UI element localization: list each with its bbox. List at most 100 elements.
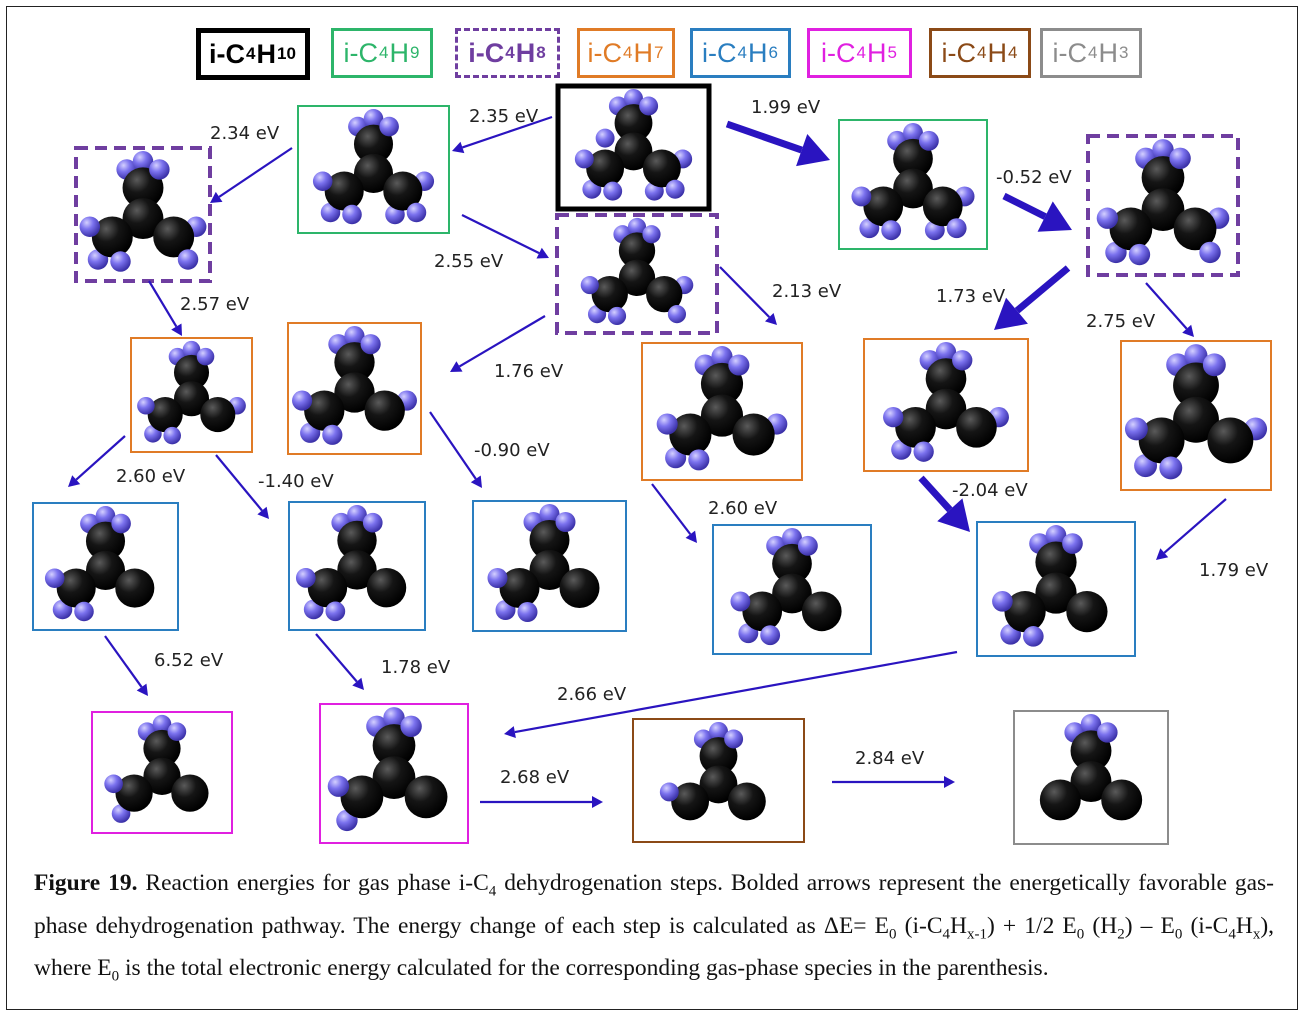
hydrogen-atom bbox=[952, 350, 973, 371]
caption-text: ) – E bbox=[1124, 912, 1175, 939]
carbon-atom bbox=[895, 407, 936, 448]
molecule-box-c4h6 bbox=[976, 521, 1136, 657]
hydrogen-atom bbox=[347, 504, 367, 525]
molecule-box-c4h8 bbox=[74, 146, 212, 283]
caption-subscript: x bbox=[1252, 926, 1261, 943]
carbon-atom bbox=[642, 149, 681, 188]
figure-caption: Figure 19. Reaction energies for gas pha… bbox=[34, 866, 1274, 994]
hydrogen-atom bbox=[728, 354, 750, 376]
carbon-atom bbox=[618, 259, 656, 296]
molecule-box-c4h10 bbox=[555, 83, 712, 212]
reaction-network bbox=[32, 83, 1272, 845]
carbon-atom bbox=[200, 397, 236, 433]
carbon-atom bbox=[171, 774, 209, 812]
reaction-arrow bbox=[450, 315, 546, 372]
hydrogen-atom bbox=[137, 397, 155, 415]
molecule-box-c4h7 bbox=[863, 338, 1029, 472]
hydrogen-atom bbox=[342, 204, 362, 225]
energy-label: 1.99 eV bbox=[751, 97, 821, 118]
hydrogen-atom bbox=[851, 186, 872, 207]
hydrogen-atom bbox=[360, 334, 381, 355]
caption-text: is the total electronic energy calculate… bbox=[119, 955, 1049, 982]
carbon-atom bbox=[147, 397, 183, 433]
hydrogen-atom bbox=[327, 775, 350, 797]
caption-text: ) + 1/2 E bbox=[986, 912, 1077, 939]
carbon-atom bbox=[732, 413, 775, 456]
carbon-atom bbox=[1101, 779, 1143, 821]
hydrogen-atom bbox=[711, 346, 733, 368]
energy-label: 2.34 eV bbox=[210, 123, 280, 144]
carbon-atom bbox=[700, 394, 744, 437]
carbon-atom bbox=[143, 757, 181, 795]
carbon-atom bbox=[499, 568, 540, 608]
energy-label: 2.57 eV bbox=[180, 294, 250, 315]
hydrogen-atom bbox=[1062, 533, 1083, 554]
hydrogen-atom bbox=[595, 128, 615, 148]
hydrogen-atom bbox=[709, 721, 728, 741]
hydrogen-atom bbox=[903, 122, 923, 143]
hydrogen-atom bbox=[196, 347, 215, 366]
carbon-atom bbox=[307, 568, 348, 608]
hydrogen-atom bbox=[639, 96, 659, 116]
hydrogen-atom bbox=[1096, 207, 1119, 229]
carbon-atom bbox=[1070, 761, 1112, 803]
figure-frame bbox=[6, 6, 1298, 1010]
carbon-atom bbox=[173, 354, 210, 390]
energy-label: 2.35 eV bbox=[469, 106, 539, 127]
hydrogen-atom bbox=[1128, 243, 1151, 266]
hydrogen-atom bbox=[1023, 626, 1044, 647]
molecule-box-c4h6 bbox=[712, 524, 872, 655]
carbon-atom bbox=[1035, 541, 1077, 583]
carbon-atom bbox=[324, 171, 364, 211]
molecule-box-c4h6 bbox=[288, 501, 426, 631]
reaction-arrow bbox=[68, 435, 126, 487]
hydrogen-atom bbox=[312, 171, 333, 192]
energy-label: 2.75 eV bbox=[1086, 311, 1156, 332]
caption-text: dehydrogenation steps. Bolded arrows rep… bbox=[34, 870, 1275, 939]
carbon-atom bbox=[404, 775, 448, 819]
carbon-atom bbox=[1138, 417, 1185, 464]
reaction-arrow bbox=[480, 796, 603, 808]
carbon-atom bbox=[334, 342, 375, 383]
hydrogen-atom bbox=[881, 220, 902, 241]
hydrogen-atom bbox=[149, 159, 170, 180]
caption-subscript: 4 bbox=[1228, 926, 1236, 943]
hydrogen-atom bbox=[177, 249, 199, 270]
carbon-atom bbox=[353, 153, 394, 193]
hydrogen-atom bbox=[163, 426, 181, 445]
carbon-atom bbox=[1173, 207, 1217, 251]
reaction-arrow bbox=[148, 280, 182, 336]
energy-label: -2.04 eV bbox=[952, 480, 1028, 501]
carbon-atom bbox=[893, 168, 933, 209]
energy-label: 1.76 eV bbox=[494, 361, 564, 382]
hydrogen-atom bbox=[325, 601, 346, 622]
energy-label: 2.60 eV bbox=[708, 498, 778, 519]
hydrogen-atom bbox=[79, 216, 101, 237]
hydrogen-atom bbox=[182, 340, 201, 359]
carbon-atom bbox=[922, 186, 963, 227]
hydrogen-atom bbox=[730, 591, 751, 612]
molecule-box-c4h7 bbox=[130, 337, 253, 453]
hydrogen-atom bbox=[1045, 525, 1067, 546]
favorable-pathway-arrow bbox=[725, 120, 830, 167]
hydrogen-atom bbox=[918, 130, 939, 151]
caption-text: (i-C bbox=[1182, 912, 1229, 939]
hydrogen-atom bbox=[603, 181, 623, 201]
carbon-atom bbox=[56, 568, 96, 608]
hydrogen-atom bbox=[362, 512, 383, 533]
molecule-box-c4h8 bbox=[1086, 134, 1240, 277]
carbon-atom bbox=[334, 372, 375, 413]
caption-subscript: 4 bbox=[942, 926, 951, 943]
energy-label: -1.40 eV bbox=[258, 471, 334, 492]
hydrogen-atom bbox=[883, 407, 904, 428]
carbon-atom bbox=[366, 568, 407, 608]
energy-label: 2.55 eV bbox=[434, 251, 504, 272]
carbon-atom bbox=[671, 782, 710, 821]
hydrogen-atom bbox=[1124, 417, 1148, 441]
hydrogen-atom bbox=[688, 449, 710, 471]
carbon-atom bbox=[364, 390, 405, 431]
caption-text: ), where E bbox=[34, 912, 1275, 982]
carbon-atom bbox=[153, 216, 195, 258]
carbon-atom bbox=[1141, 188, 1185, 232]
energy-label: -0.90 eV bbox=[474, 440, 550, 461]
